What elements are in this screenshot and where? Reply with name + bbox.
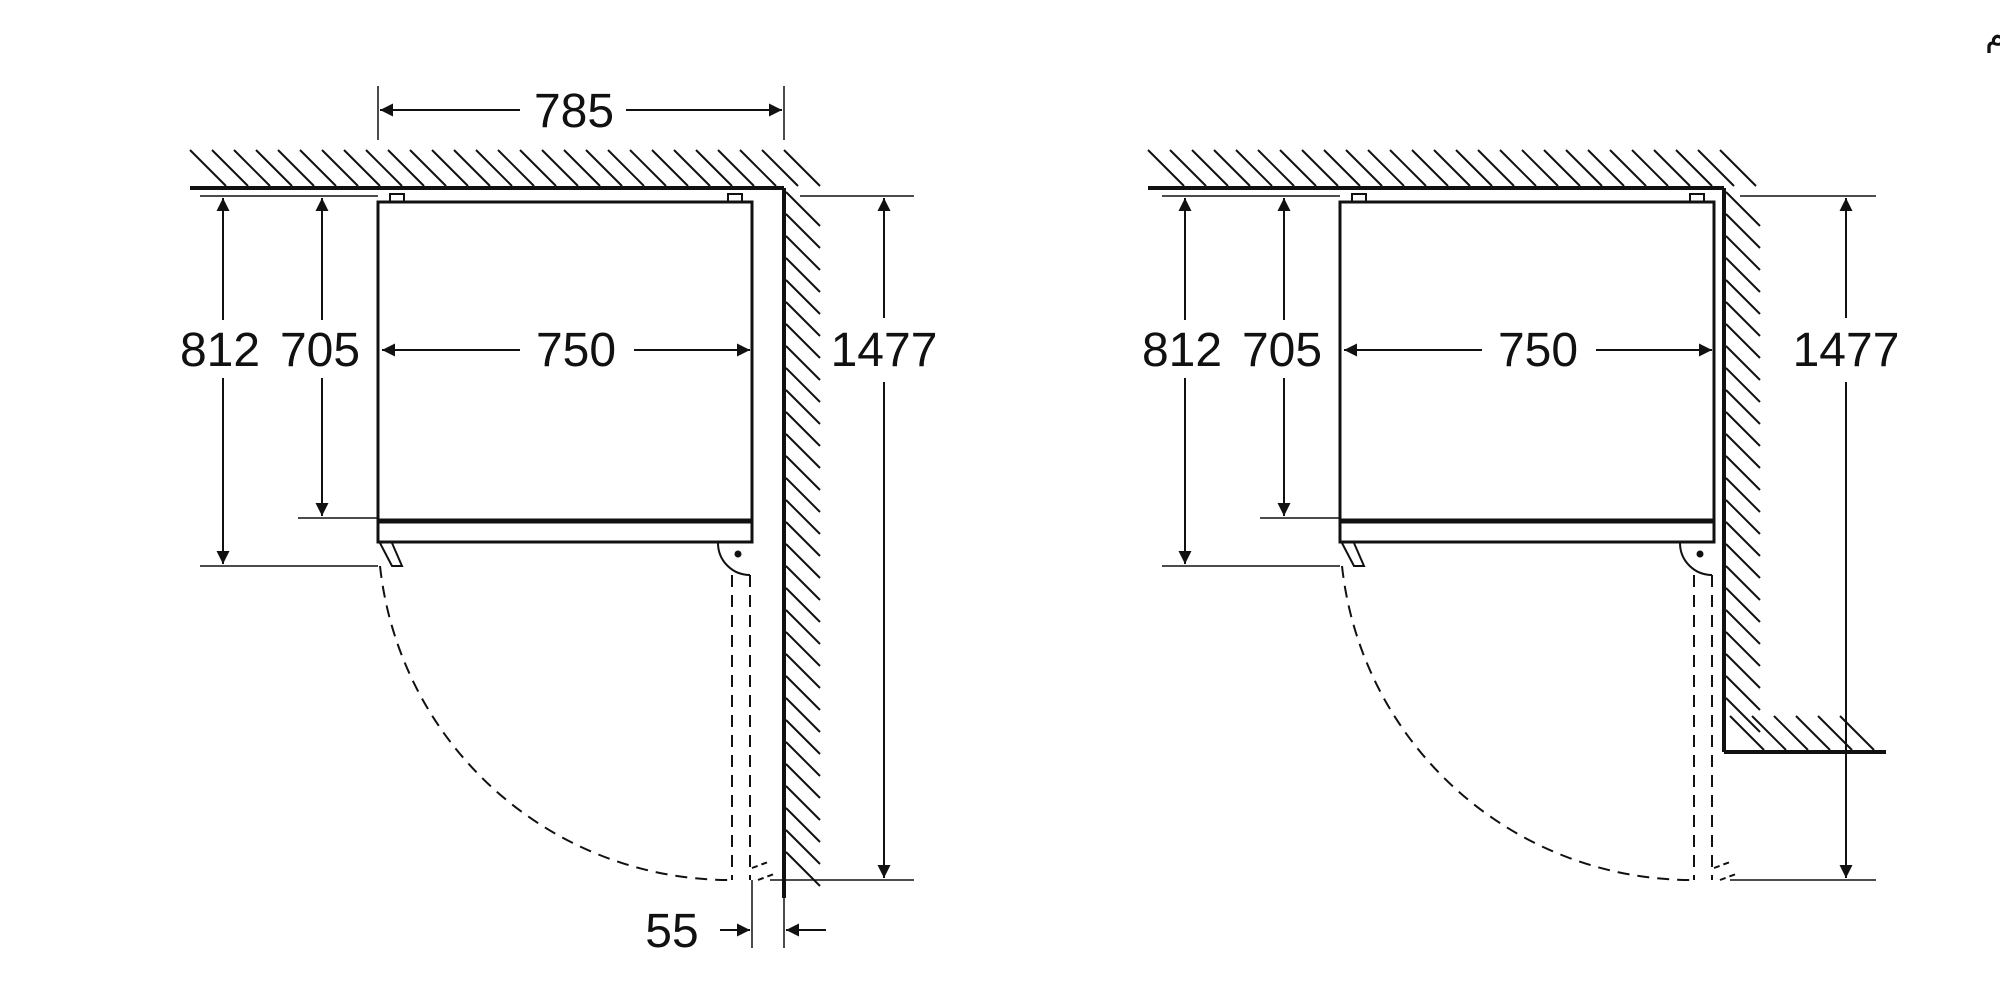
- left-dim-812: 812: [180, 324, 260, 377]
- left-hinge-arc: [717, 542, 751, 576]
- left-door-handle: [379, 542, 404, 567]
- right-side-wall-hatch: [1725, 191, 1761, 733]
- left-back-wall-hatch: [189, 149, 821, 187]
- left-appliance-door: [376, 520, 754, 544]
- left-dim-705: 705: [280, 324, 360, 377]
- right-dim-812: 812: [1142, 324, 1222, 377]
- left-dim-55: 55: [645, 905, 698, 958]
- left-dim-785: 785: [534, 85, 614, 138]
- right-appliance-clip-2: [1689, 193, 1705, 203]
- left-dim-750: 750: [536, 324, 616, 377]
- unit-note: القياسات بوحدة مم: [1985, 14, 2000, 54]
- right-appliance-door: [1338, 520, 1716, 544]
- left-dimension-arrows: [216, 103, 891, 937]
- left-view: [189, 86, 914, 948]
- right-hinge-arc: [1679, 542, 1713, 576]
- right-hinge-pin: [1696, 550, 1704, 558]
- right-niche-bottom-hatch: [1729, 715, 1875, 751]
- left-side-wall-hatch: [785, 191, 821, 887]
- left-hinge-pin: [734, 550, 742, 558]
- right-open-door-tip: [1713, 861, 1737, 881]
- right-dim-705: 705: [1242, 324, 1322, 377]
- left-door-swing-arc: [379, 565, 733, 882]
- left-dim-1477: 1477: [831, 324, 938, 377]
- right-door-handle: [1341, 542, 1366, 567]
- right-dim-1477: 1477: [1793, 324, 1900, 377]
- left-appliance-clip-1: [389, 193, 405, 203]
- left-open-door-tip: [751, 861, 775, 881]
- right-dim-750: 750: [1498, 324, 1578, 377]
- right-door-swing-arc: [1341, 565, 1695, 882]
- right-back-wall-hatch: [1147, 149, 1757, 187]
- left-appliance-clip-2: [727, 193, 743, 203]
- left-appliance-body: [376, 200, 754, 522]
- right-view: [1147, 149, 1886, 882]
- right-appliance-clip-1: [1351, 193, 1367, 203]
- right-appliance-body: [1338, 200, 1716, 522]
- right-dimension-arrows: [1178, 198, 1853, 878]
